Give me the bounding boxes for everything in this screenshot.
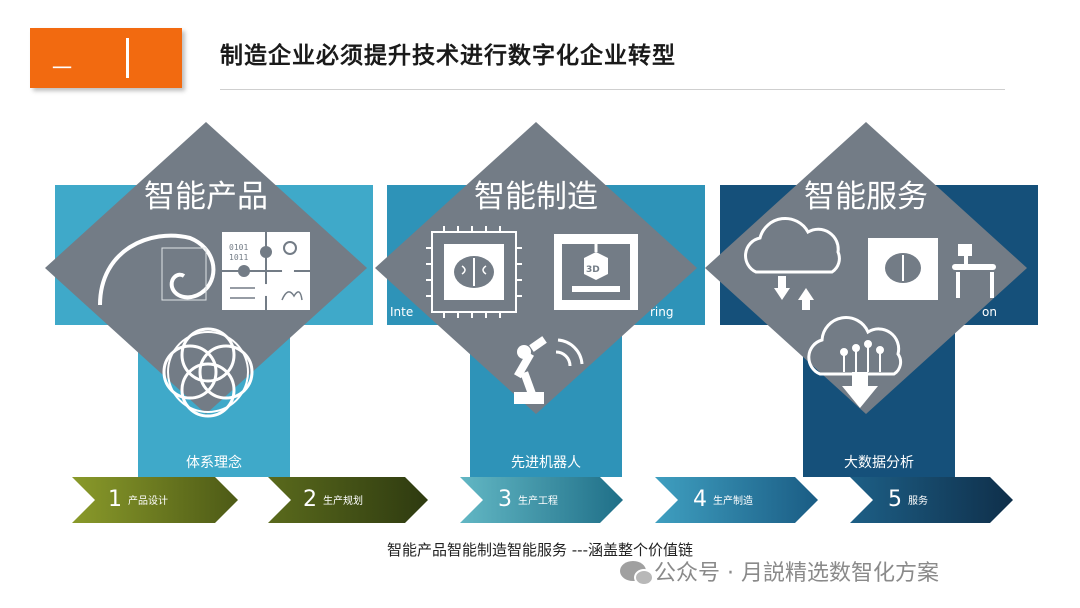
diagram-caption: 智能产品智能制造智能服务 ---涵盖整个价值链 <box>386 541 693 559</box>
ai-chip-icon <box>426 226 522 318</box>
pillar-3-title: 智能服务 <box>804 179 928 215</box>
pillar-3-column-label: 大数据分析 <box>844 455 914 471</box>
pillar-2-partial-text-left: Inte <box>390 305 413 319</box>
pillar-1-column-label: 体系理念 <box>186 454 242 471</box>
pillar-2-partial-text-right: ring <box>650 305 674 319</box>
page-title: 制造企业必须提升技术进行数字化企业转型 <box>220 43 676 69</box>
chevron-3-number: 3 <box>498 487 512 512</box>
chevron-5-number: 5 <box>888 487 902 512</box>
pillar-2-diamond <box>375 122 697 414</box>
cloud-download-icon <box>807 315 903 408</box>
svg-text:0101: 0101 <box>229 243 248 252</box>
section-number: 一 <box>52 56 72 80</box>
pillar-2-title: 智能制造 <box>474 179 598 215</box>
chevron-1: 1 产品设计 <box>72 477 238 523</box>
3d-printer-icon: 3D <box>554 234 638 310</box>
conveyor-robot-icon <box>952 244 996 298</box>
cloud-sync-icon <box>744 216 841 310</box>
pillar-3-partial-text-right: on <box>982 305 997 319</box>
value-chain-diagram: Inte ring on 智能产品 智能制造 智能服务 0101 1011 <box>45 122 1038 523</box>
badge-divider <box>126 38 129 78</box>
chevron-4: 4 生产制造 <box>655 477 818 523</box>
chevron-3-label: 生产工程 <box>518 494 558 507</box>
pillar-3-diamond <box>705 122 1027 414</box>
chevron-5: 5 服务 <box>850 477 1013 523</box>
flower-of-life-icon <box>162 327 254 418</box>
watermark: 公众号 · 月説精选数智化方案 <box>620 555 939 587</box>
title-divider <box>220 89 1005 90</box>
chevron-4-number: 4 <box>693 487 707 512</box>
pillar-1-title: 智能产品 <box>144 179 268 215</box>
chevron-2-label: 生产规划 <box>323 494 363 507</box>
watermark-text: 公众号 · 月説精选数智化方案 <box>654 561 939 586</box>
chevron-1-number: 1 <box>108 487 122 512</box>
brain-screen-icon <box>868 238 938 300</box>
chevron-1-label: 产品设计 <box>128 494 168 507</box>
wechat-icon <box>620 561 654 586</box>
chevron-2: 2 生产规划 <box>268 477 428 523</box>
chevron-3: 3 生产工程 <box>460 477 623 523</box>
pillar-2-column-label: 先进机器人 <box>511 455 581 471</box>
section-number-badge: 一 <box>30 28 182 88</box>
chevron-2-number: 2 <box>303 487 317 512</box>
svg-text:3D: 3D <box>586 265 600 275</box>
robot-arm-icon <box>514 336 584 404</box>
puzzle-icon: 0101 1011 <box>222 232 310 310</box>
chevron-5-label: 服务 <box>908 494 928 507</box>
spiral-icon <box>98 233 216 306</box>
chevron-4-label: 生产制造 <box>713 494 753 507</box>
svg-text:1011: 1011 <box>229 253 248 262</box>
